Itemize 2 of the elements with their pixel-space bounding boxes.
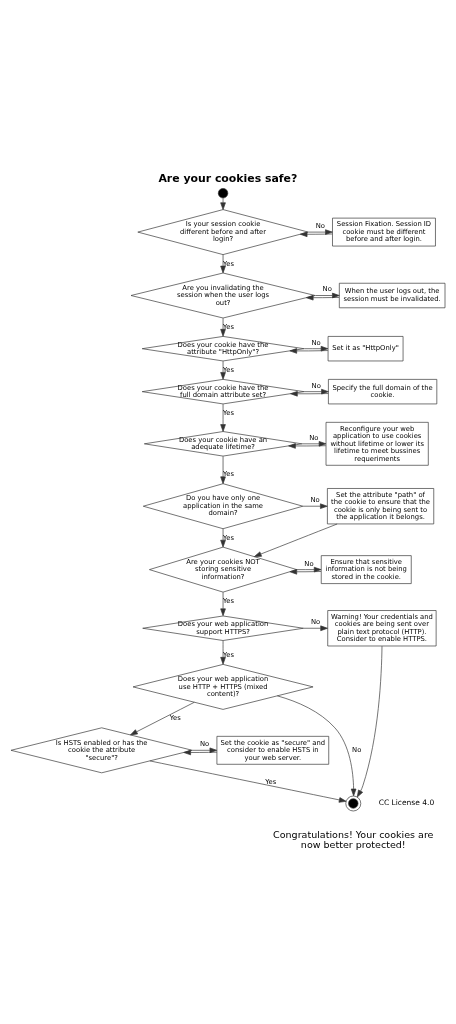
diagram-title: Are your cookies safe? bbox=[158, 171, 298, 185]
caption: Congratulations! Your cookies are now better protected! bbox=[273, 828, 434, 850]
